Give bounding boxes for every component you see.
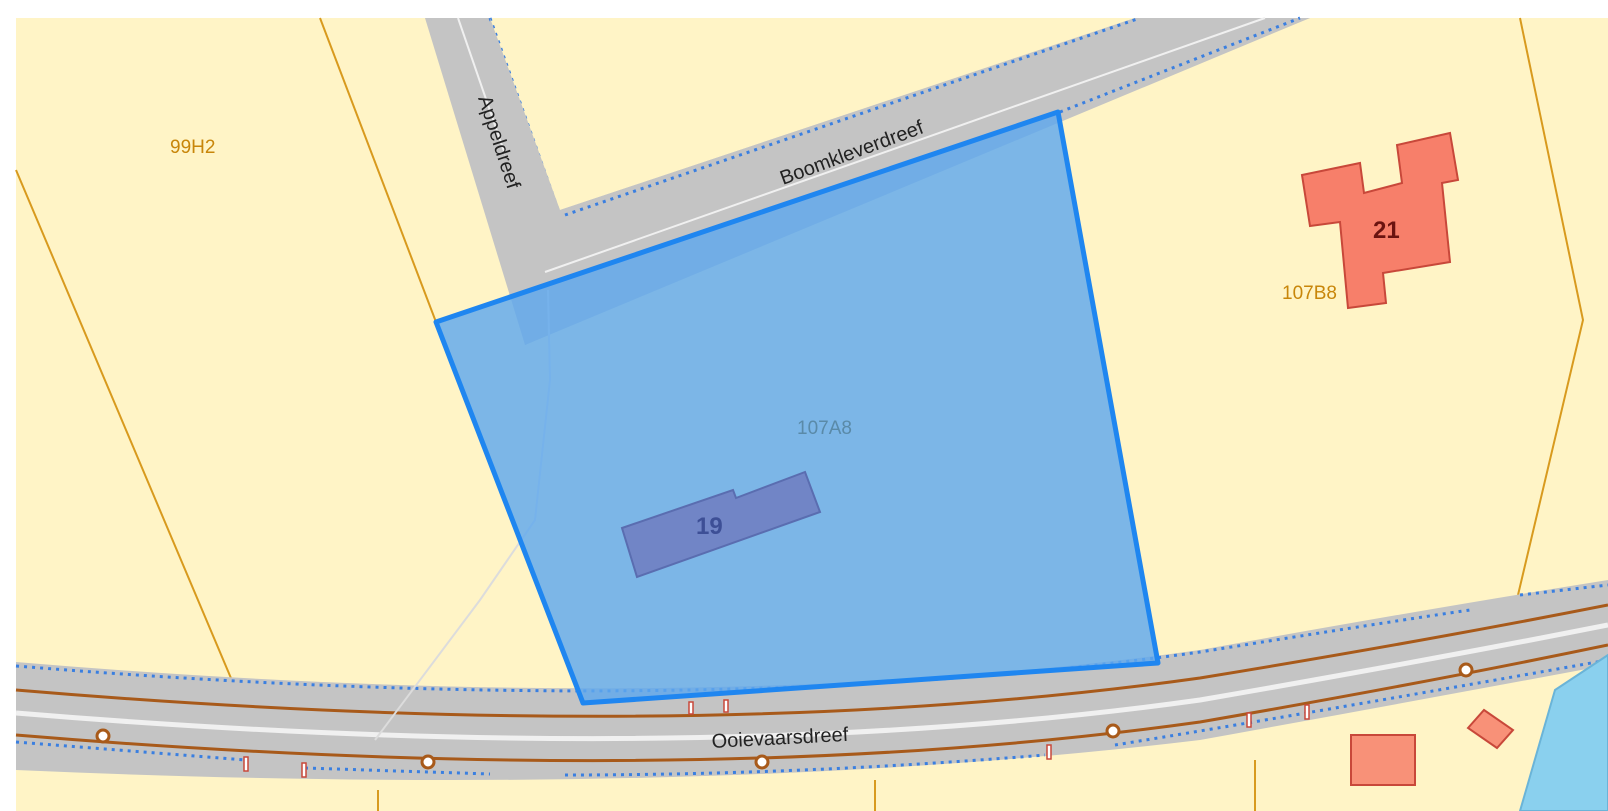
selected-parcel-107A8[interactable] — [433, 109, 1161, 706]
sidewalk-line — [564, 753, 1046, 777]
pole-marker — [243, 756, 249, 772]
parcel-line — [1517, 17, 1585, 596]
water-body — [1518, 653, 1608, 811]
tram-stop-marker — [95, 728, 111, 744]
road-surface — [525, 18, 1310, 345]
sidewalk-line — [1059, 16, 1301, 114]
building[interactable] — [1466, 708, 1515, 750]
tram-stop-marker — [1458, 662, 1474, 678]
building[interactable] — [1350, 734, 1416, 786]
parcel-label-107B8: 107B8 — [1282, 283, 1337, 304]
pole-marker — [1046, 744, 1052, 760]
tram-stop-marker — [420, 754, 436, 770]
parcel-line — [319, 17, 437, 323]
pole-marker — [301, 762, 307, 778]
tram-stop-marker — [754, 754, 770, 770]
road-centerline — [15, 622, 1608, 742]
building-19[interactable] — [620, 470, 822, 579]
sidewalk-line — [1114, 658, 1608, 747]
pole-marker — [1246, 712, 1252, 728]
sidewalk-line — [15, 740, 246, 762]
tram-stop-marker — [1105, 723, 1121, 739]
tram-line — [15, 603, 1608, 718]
parcel-line — [15, 169, 237, 691]
sidewalk-line — [304, 766, 491, 776]
pole-marker — [1304, 704, 1310, 720]
building-21[interactable] — [1300, 131, 1460, 310]
house-number-19: 19 — [696, 513, 723, 540]
sidewalk-line — [1519, 583, 1608, 597]
tram-line — [15, 643, 1608, 763]
sidewalk-line — [564, 16, 1141, 217]
parcel-label-99H2: 99H2 — [170, 137, 215, 158]
road-centerline — [544, 17, 1266, 273]
pole-marker — [723, 699, 729, 713]
house-number-21: 21 — [1373, 217, 1400, 244]
pole-marker — [688, 701, 694, 715]
parcel-label-107A8: 107A8 — [797, 418, 852, 439]
